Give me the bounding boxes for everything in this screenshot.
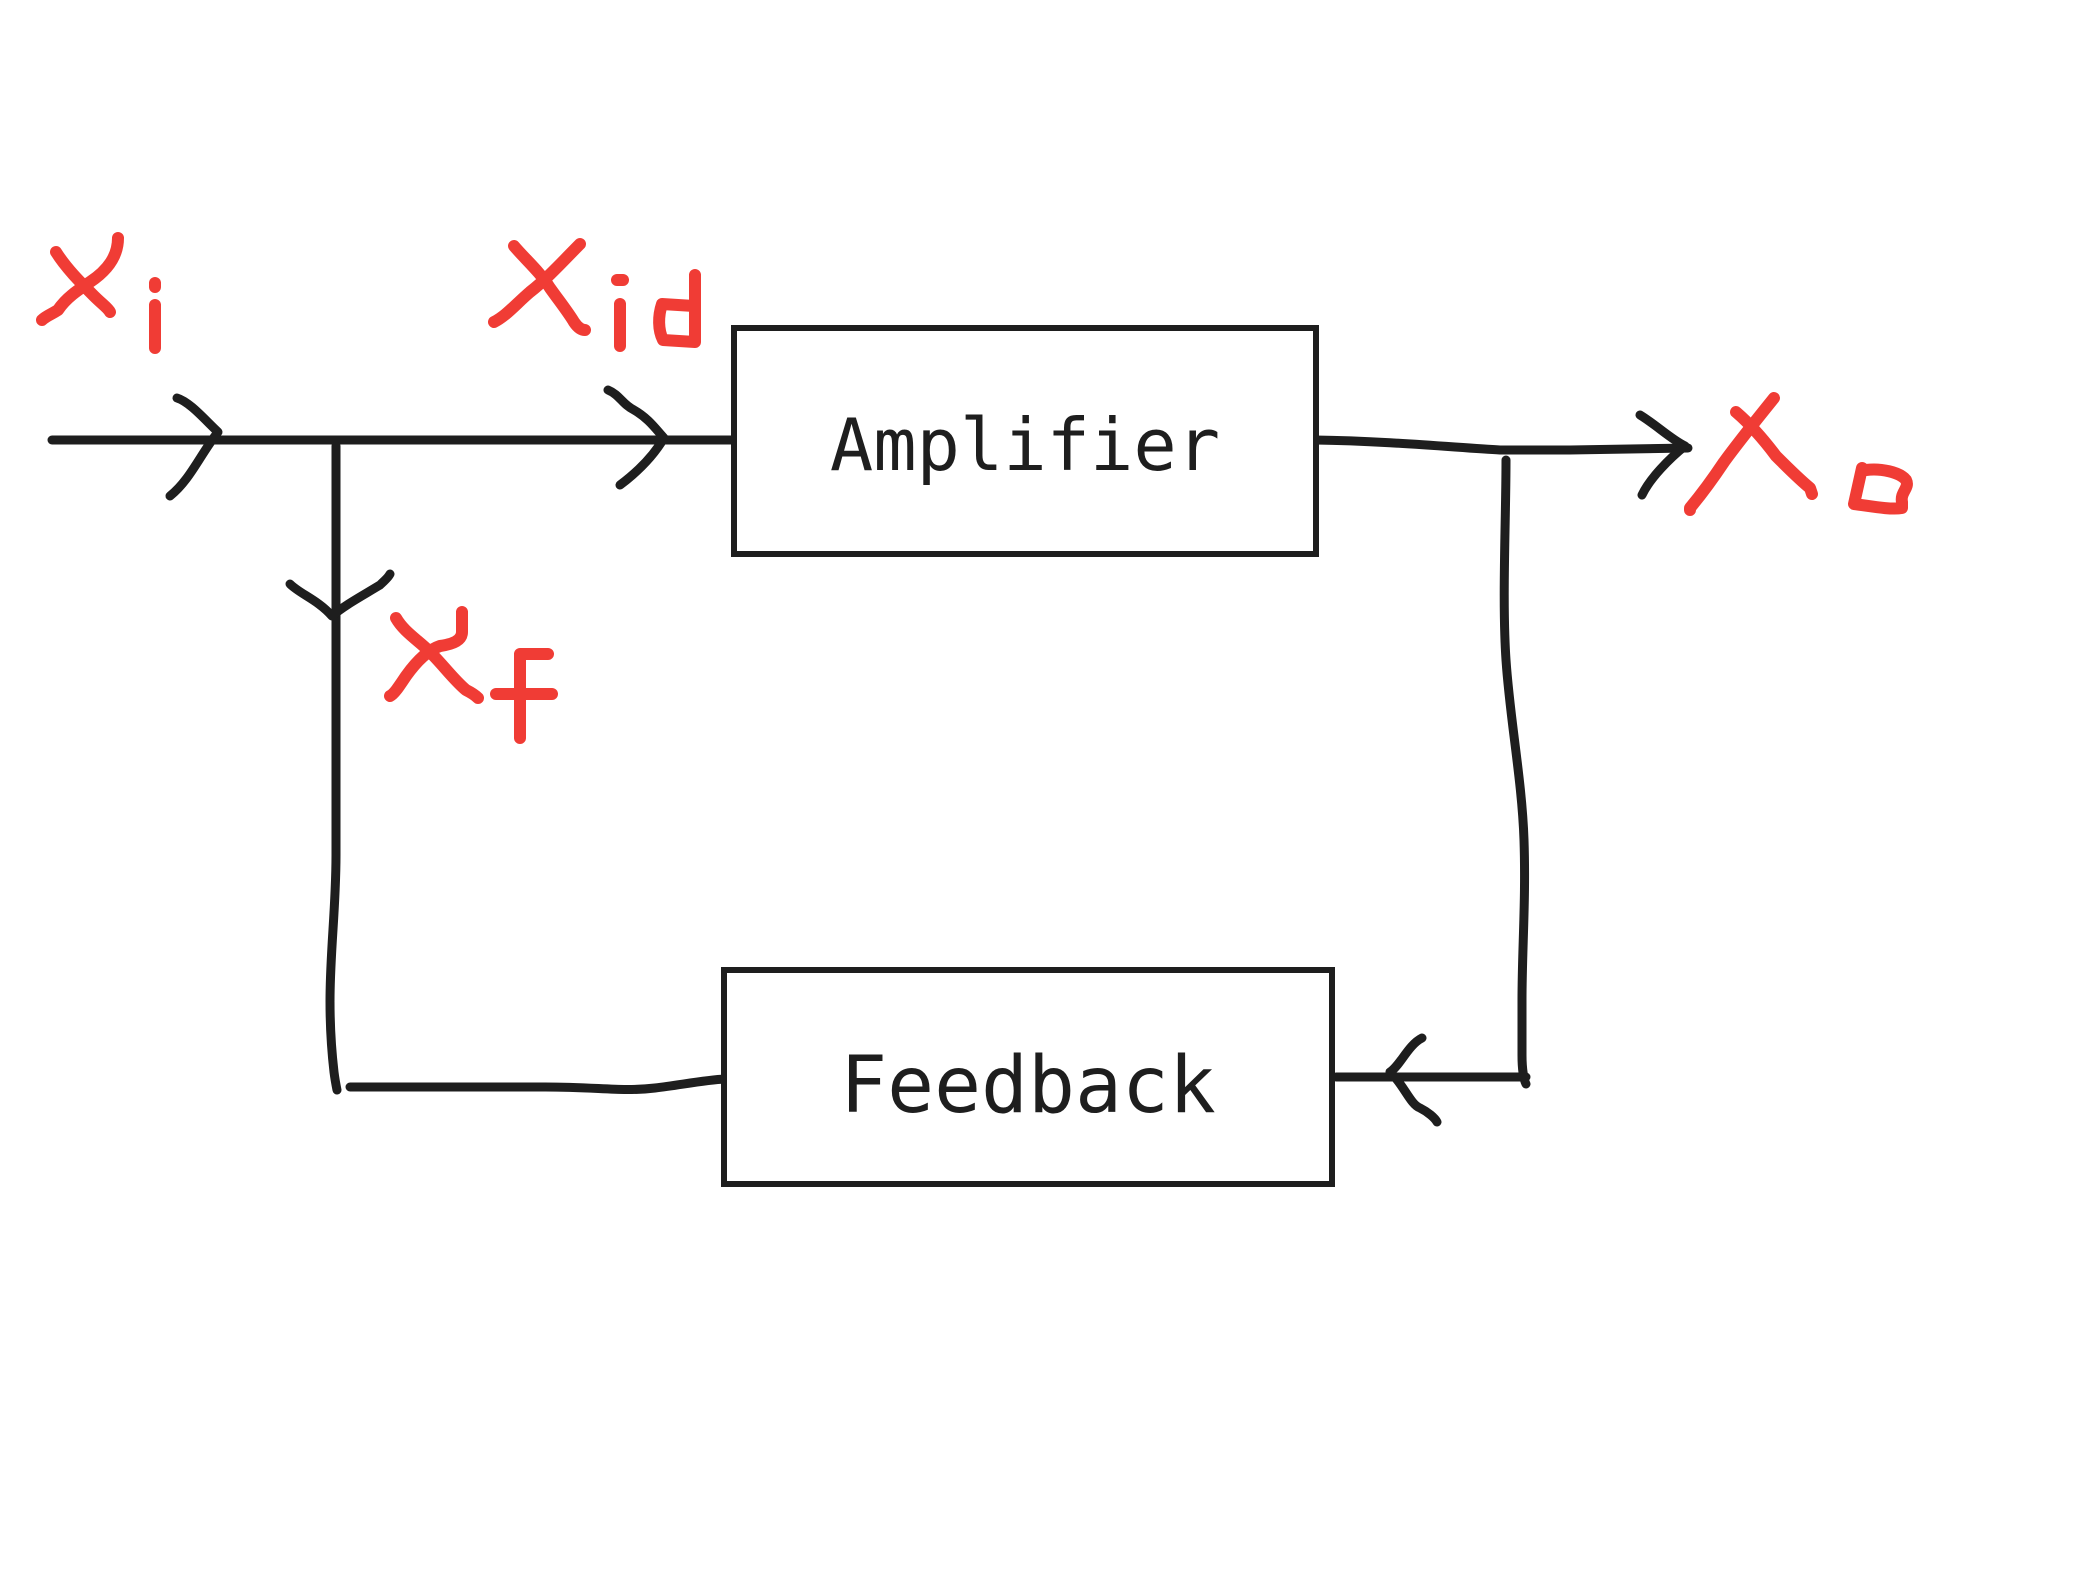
feedback-block xyxy=(721,967,1335,1187)
output-wire xyxy=(1310,435,1693,455)
amplifier-block xyxy=(731,325,1319,557)
output-pickoff-wire xyxy=(1499,455,1531,1089)
output-signal-label: x o xyxy=(1684,392,1913,516)
feedback-label: Feedback xyxy=(840,1041,1216,1131)
feedback-return-wire xyxy=(325,441,342,1095)
difference-signal-label: x id xyxy=(488,238,701,352)
feedback-output-wire xyxy=(345,1074,730,1095)
feedback-input-arrow-icon xyxy=(1385,1033,1442,1127)
feedback-signal-label: x f xyxy=(384,606,558,744)
feedback-arrow-icon xyxy=(285,569,395,621)
amplifier-label: Amplifier xyxy=(830,403,1220,487)
difference-arrow-icon xyxy=(603,385,669,490)
input-signal-label: x i xyxy=(36,232,161,354)
input-arrow-icon xyxy=(165,393,223,501)
output-arrow-icon xyxy=(1635,410,1690,500)
